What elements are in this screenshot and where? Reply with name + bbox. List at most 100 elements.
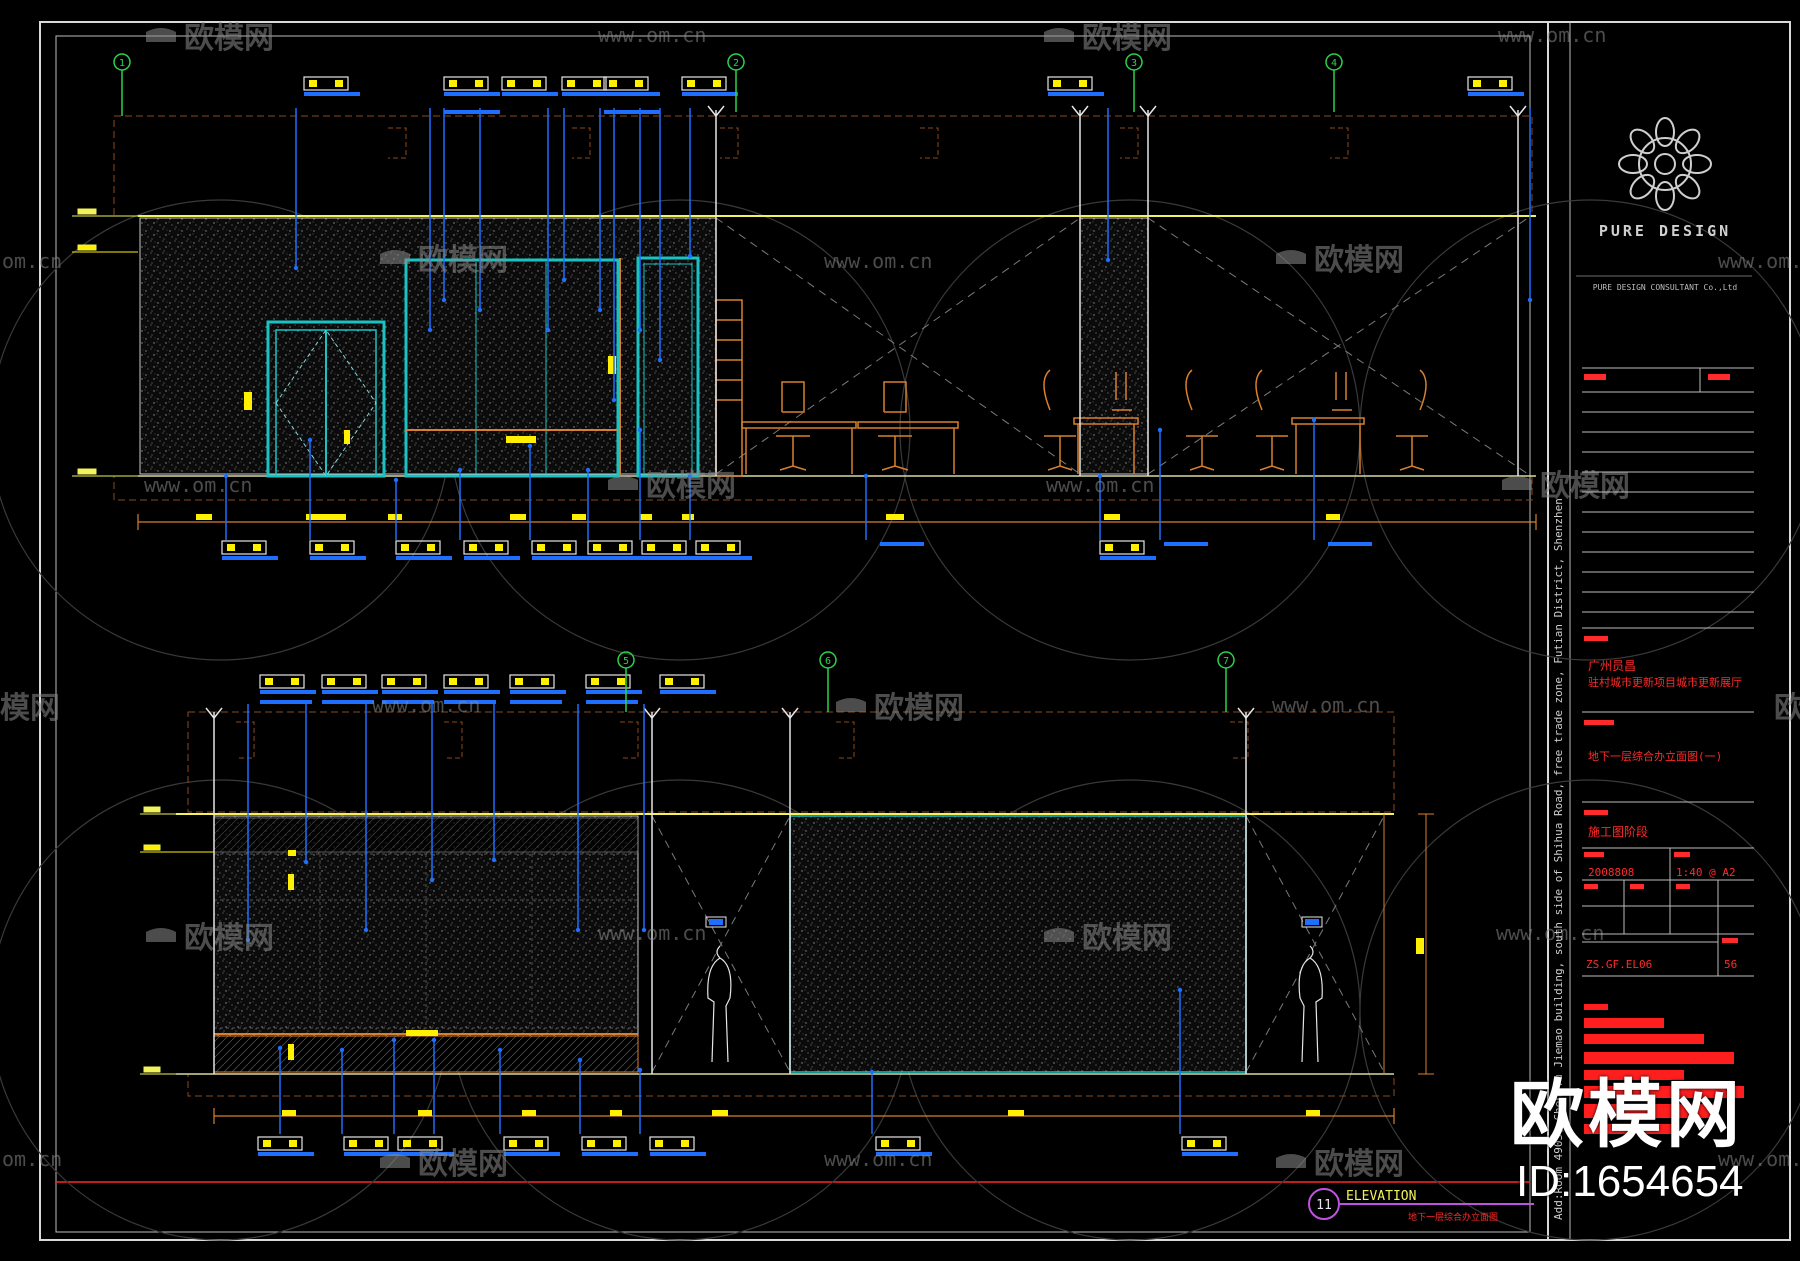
svg-text:欧模网: 欧模网 [184, 21, 274, 56]
material-tag [603, 76, 660, 96]
leader-dot [1177, 987, 1183, 993]
logo-petal [1618, 154, 1648, 174]
sofa-logo-icon [1044, 928, 1074, 942]
logo-petal [1655, 181, 1675, 211]
material-tag [303, 76, 360, 96]
light-fixture-icon [1301, 916, 1323, 928]
material-tag [587, 540, 644, 560]
material-tag [1047, 76, 1104, 96]
sofa-logo-icon [146, 28, 176, 42]
material-tag [309, 540, 366, 560]
material-tag [443, 76, 500, 96]
watermark-brand-partial: 模网 [0, 691, 60, 726]
watermark-url: www.om.cn [1272, 693, 1380, 717]
grid-bubble-label: 4 [1331, 58, 1337, 69]
sofa-logo-icon [1276, 250, 1306, 264]
watermark-url: www.om.cn [1498, 23, 1606, 47]
watermark-url: om.cn [2, 249, 62, 273]
furniture-desks [741, 417, 1365, 474]
watermark-url: www.om.cn [1718, 1147, 1800, 1171]
watermark-brand: 欧模网 [146, 921, 274, 956]
project-name: 广州员昌 [1588, 659, 1636, 673]
leader-dot [277, 1045, 283, 1051]
leader-dot [1105, 257, 1111, 263]
grid-bubble-7: 7 [1217, 651, 1235, 712]
sofa-logo-icon [380, 1154, 410, 1168]
sofa-logo-icon [1044, 28, 1074, 42]
drawing-title: 地下一层综合办立面图(一) [1588, 749, 1722, 763]
sofa-logo-icon [146, 928, 176, 942]
sofa-logo-icon [380, 250, 410, 264]
svg-text:欧模网: 欧模网 [418, 243, 508, 278]
leader-dot [441, 297, 447, 303]
leader-dot [637, 427, 643, 433]
svg-text:欧模网: 欧模网 [646, 469, 736, 504]
grid-bubble-label: 1 [119, 58, 125, 69]
watermark-url: www.om.cn [1718, 249, 1800, 273]
watermark-url: www.om.cn [144, 473, 252, 497]
leader-dot [427, 327, 433, 333]
leader-dot [863, 473, 869, 479]
material-tag [257, 1136, 314, 1156]
material-tag [585, 674, 642, 694]
svg-text:欧模网: 欧模网 [184, 921, 274, 956]
leader-dot [577, 1057, 583, 1063]
date: 2008808 [1588, 866, 1634, 879]
company-sub: PURE DESIGN CONSULTANT Co.,Ltd [1593, 283, 1738, 292]
logo-petal [1629, 173, 1656, 200]
watermark-url: om.cn [2, 1147, 62, 1171]
elevation-subtitle: 地下一层综合办立面图 [1408, 1211, 1498, 1223]
leader-dot [641, 927, 647, 933]
watermark-brand: 欧模网 [608, 469, 736, 504]
project-name-line2: 驻村城市更新项目城市更新展厅 [1588, 675, 1742, 689]
material-tag [259, 674, 316, 694]
elevation-tag: 11 ELEVATION 地下一层综合办立面图 [1308, 1188, 1534, 1223]
material-tag [221, 540, 278, 560]
drawing-number: ZS.GF.EL06 [1586, 958, 1652, 971]
material-tag [649, 1136, 706, 1156]
svg-text:欧模网: 欧模网 [1314, 1147, 1404, 1182]
grid-bubble-6: 6 [819, 651, 837, 712]
grid-bubble-1: 1 [113, 53, 131, 116]
sofa-logo-icon [1502, 476, 1532, 490]
title-block: Add:Room 4903, Chengfu Jiemao building, … [1552, 117, 1754, 1220]
sheet-number: 56 [1724, 958, 1737, 971]
material-tag [443, 674, 500, 694]
svg-text:欧模网: 欧模网 [1540, 469, 1630, 504]
material-tag [1467, 76, 1524, 96]
material-tag [381, 674, 438, 694]
svg-text:欧模网: 欧模网 [874, 691, 964, 726]
material-leaders [221, 76, 1533, 1156]
material-tag [641, 540, 698, 560]
footer-brand-watermark: 欧模网 [1510, 1072, 1744, 1158]
pure-design-logo-icon [1618, 117, 1712, 211]
svg-text:欧模网: 欧模网 [1314, 243, 1404, 278]
leader-dot [637, 1067, 643, 1073]
leader-dot [545, 327, 551, 333]
leader-dot [1157, 427, 1163, 433]
sofa-logo-icon [1276, 1154, 1306, 1168]
grid-bubble-label: 6 [825, 656, 831, 667]
watermark-layer: 欧模网欧模网欧模网欧模网欧模网欧模网欧模网欧模网欧模网欧模网欧模网模网欧www.… [0, 21, 1800, 1182]
leader-dot [477, 307, 483, 313]
material-tag [343, 1136, 400, 1156]
watermark-url: www.om.cn [1496, 921, 1604, 945]
grid-bubble-3: 3 [1125, 53, 1143, 112]
leader-dot [363, 927, 369, 933]
material-tag [695, 540, 752, 560]
leader-dot [339, 1047, 345, 1053]
leader-dot [457, 467, 463, 473]
leader-dot [1097, 473, 1103, 479]
material-tag [395, 540, 452, 560]
sheet-frame [39, 21, 1791, 1241]
watermark-brand: 欧模网 [1044, 921, 1172, 956]
watermark-brand: 欧模网 [380, 243, 508, 278]
watermark-brand: 欧模网 [1276, 1147, 1404, 1182]
logo-petal [1674, 173, 1701, 200]
leader-dot [1311, 417, 1317, 423]
watermark-brand: 欧模网 [1502, 469, 1630, 504]
material-tag [509, 674, 566, 694]
material-tag [397, 1136, 454, 1156]
